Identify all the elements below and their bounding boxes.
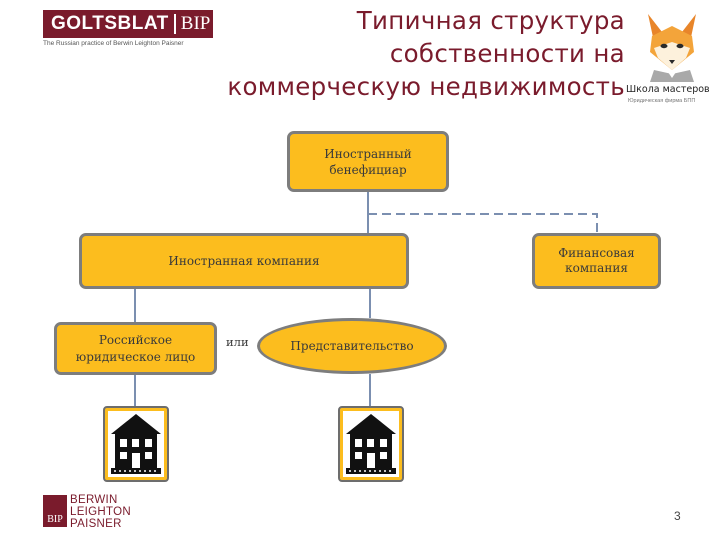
russian-entity-label: Российское юридическое лицо	[75, 332, 196, 364]
foreign-company-box: Иностранная компания	[79, 233, 409, 289]
fox-icon	[648, 14, 696, 82]
representative-office-oval: Представительство	[257, 318, 447, 374]
russian-entity-box: Российское юридическое лицо	[54, 322, 217, 375]
goltsblat-logo-text: GOLTSBLAT	[51, 13, 169, 34]
or-label: или	[226, 335, 249, 349]
goltsblat-logo: GOLTSBLAT BIP	[43, 10, 213, 38]
blp-logo-name: BERWIN LEIGHTON PAISNER	[70, 494, 131, 530]
foreign-company-label: Иностранная компания	[168, 254, 320, 268]
logo-tagline: The Russian practice of Berwin Leighton …	[43, 40, 184, 47]
representative-office-label: Представительство	[290, 339, 414, 353]
school-name: Школа мастеров	[626, 84, 710, 95]
beneficiary-box: Иностранный бенефициар	[287, 131, 449, 192]
financial-company-label: Финансовая компания	[558, 246, 635, 275]
beneficiary-label: Иностранный бенефициар	[324, 146, 412, 177]
bip-logo-text: BIP	[180, 13, 211, 34]
financial-company-box: Финансовая компания	[532, 233, 661, 289]
slide-title: Типичная структура собственности на комм…	[227, 6, 625, 101]
house-icon	[103, 406, 169, 482]
page-number: 3	[674, 509, 681, 523]
school-subtitle: Юридическая фирма БПП	[628, 98, 696, 104]
logo-divider	[173, 14, 176, 34]
blp-logo-mark: BIP	[43, 495, 67, 527]
house-icon	[338, 406, 404, 482]
connector-beneficiary-financial	[368, 213, 598, 233]
